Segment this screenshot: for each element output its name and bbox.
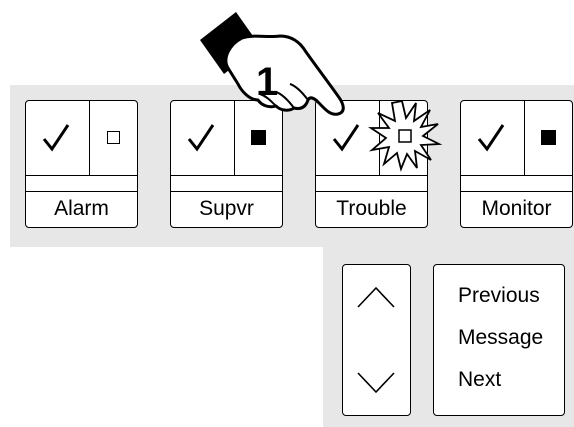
check-mark-icon — [477, 124, 505, 152]
chevron-down-icon[interactable] — [356, 371, 396, 395]
divider — [316, 191, 427, 192]
monitor-indicator-cell — [525, 101, 572, 176]
divider — [26, 191, 137, 192]
divider — [26, 175, 137, 176]
monitor-button[interactable]: Monitor — [460, 100, 573, 228]
divider — [461, 175, 572, 176]
trouble-acknowledge-cell[interactable] — [316, 101, 380, 176]
next-label: Next — [458, 368, 502, 391]
supvr-acknowledge-cell[interactable] — [171, 101, 235, 176]
scroll-button[interactable] — [342, 264, 411, 416]
flashing-indicator-burst-icon — [368, 99, 443, 172]
chevron-up-icon[interactable] — [356, 285, 396, 309]
filled-square-icon — [541, 130, 556, 145]
message-nav-button[interactable]: Previous Message Next — [433, 264, 565, 416]
step-number: 1 — [256, 60, 279, 104]
alarm-label: Alarm — [54, 197, 109, 220]
divider — [171, 175, 282, 176]
alarm-acknowledge-cell[interactable] — [26, 101, 90, 176]
check-mark-icon — [42, 124, 70, 152]
message-label: Message — [458, 326, 544, 349]
monitor-label: Monitor — [481, 197, 552, 220]
pointing-hand-icon — [200, 12, 345, 116]
divider — [171, 191, 282, 192]
check-mark-icon — [187, 124, 215, 152]
filled-square-icon — [251, 130, 266, 145]
check-mark-icon — [332, 124, 360, 152]
previous-label: Previous — [458, 284, 540, 307]
supvr-label: Supvr — [199, 197, 254, 220]
alarm-button[interactable]: Alarm — [25, 100, 138, 228]
alarm-indicator-cell — [90, 101, 137, 176]
empty-square-icon — [107, 131, 120, 144]
supvr-button[interactable]: Supvr — [170, 100, 283, 228]
monitor-acknowledge-cell[interactable] — [461, 101, 525, 176]
supvr-indicator-cell — [235, 101, 282, 176]
trouble-label: Trouble — [336, 197, 407, 220]
divider — [461, 191, 572, 192]
divider — [316, 175, 427, 176]
